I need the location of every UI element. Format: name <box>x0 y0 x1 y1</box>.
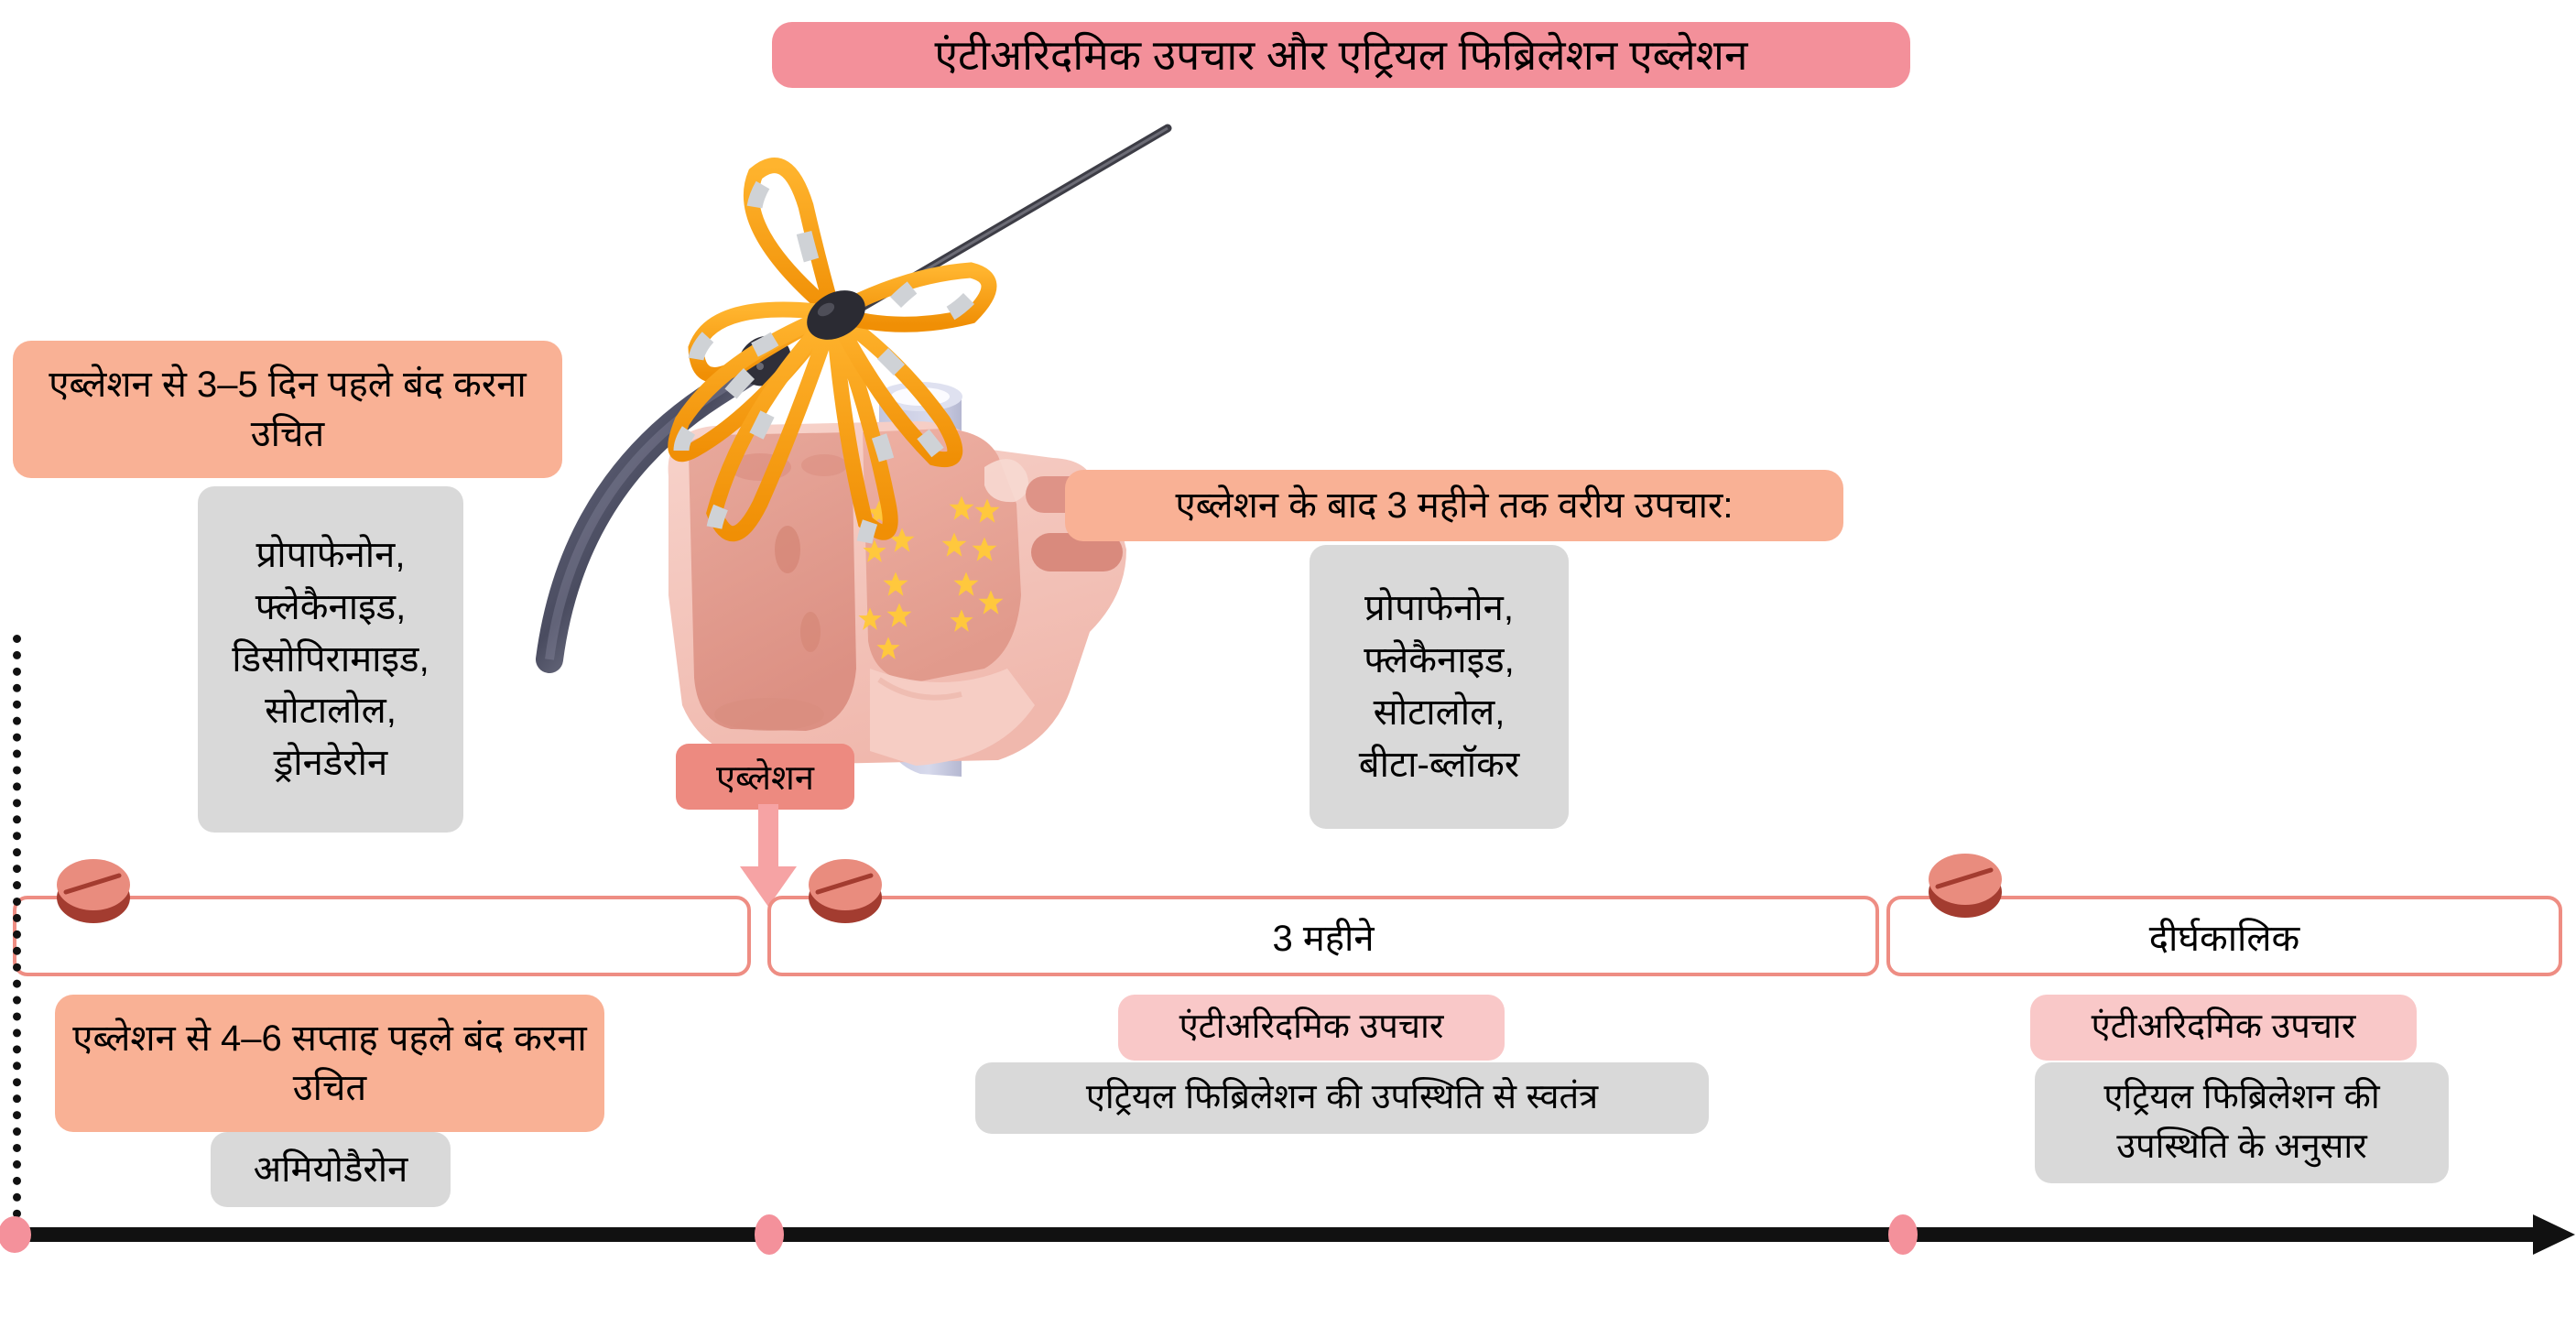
tablet-pill-icon-3 <box>1919 837 2009 927</box>
callout-preablation-days-drugs-text: प्रोपाफेनोन, फ्लेकैनाइड, डिसोपिरामाइड, स… <box>232 535 429 784</box>
page-title: एंटीअरिदमिक उपचार और एट्रियल फिब्रिलेशन … <box>934 30 1748 79</box>
tablet-pill-icon-1 <box>48 843 137 932</box>
timeline-axis-svg <box>0 1214 2575 1255</box>
callout-postablation-drugs: प्रोपाफेनोन, फ्लेकैनाइड, सोटालोल, बीटा-ब… <box>1310 545 1569 829</box>
heart-ablation-illustration <box>485 119 1218 788</box>
valve-tissue <box>870 669 1035 766</box>
tablet-pill-icon-1-svg <box>57 859 130 923</box>
callout-preablation-weeks-heading: एब्लेशन से 4–6 सप्ताह पहले बंद करना उचित <box>55 995 604 1132</box>
callout-postablation-heading: एब्लेशन के बाद 3 महीने तक वरीय उपचार: <box>1065 470 1843 541</box>
timeline-segment-preablation[interactable] <box>13 896 751 976</box>
electrode-bands <box>673 180 975 544</box>
bottom-middle-therapy-text: एंटीअरिदमिक उपचार <box>1179 1007 1444 1047</box>
ablation-lesion-stars <box>858 495 1004 659</box>
callout-preablation-days-heading-text: एब्लेशन से 3–5 दिन पहले बंद करना उचित <box>49 365 527 454</box>
bottom-right-therapy-badge: एंटीअरिदमिक उपचार <box>2030 995 2417 1061</box>
tablet-pill-icon-3-svg <box>1929 854 2002 918</box>
axis-dot-1 <box>0 1216 31 1253</box>
bottom-middle-therapy-badge: एंटीअरिदमिक उपचार <box>1118 995 1505 1061</box>
timeline-segment-longterm[interactable]: दीर्घकालिक <box>1886 896 2562 976</box>
timeline-segment-3months-label: 3 महीने <box>1272 918 1375 959</box>
tablet-pill-icon-2-svg <box>809 859 882 923</box>
axis-dot-2 <box>755 1214 784 1255</box>
callout-preablation-weeks-drugs: अमियोडैरोन <box>211 1132 451 1207</box>
callout-postablation-heading-text: एब्लेशन के बाद 3 महीने तक वरीय उपचार: <box>1175 485 1734 526</box>
callout-postablation-drugs-text: प्रोपाफेनोन, फ्लेकैनाइड, सोटालोल, बीटा-ब… <box>1358 588 1520 785</box>
bottom-right-therapy-text: एंटीअरिदमिक उपचार <box>2091 1007 2356 1047</box>
timeline-segment-3months[interactable]: 3 महीने <box>767 896 1879 976</box>
heart-ablation-svg <box>536 124 1172 777</box>
callout-preablation-weeks-drugs-text: अमियोडैरोन <box>253 1148 408 1190</box>
tablet-pill-icon-2 <box>799 843 889 932</box>
ablation-event-label: एब्लेशन <box>676 744 854 810</box>
bottom-middle-note: एट्रियल फिब्रिलेशन की उपस्थिति से स्वतंत… <box>975 1062 1709 1134</box>
bottom-right-note-text: एट्रियल फिब्रिलेशन की उपस्थिति के अनुसार <box>2103 1078 2380 1166</box>
ablation-event-label-text: एब्लेशन <box>716 759 814 798</box>
callout-preablation-days-heading: एब्लेशन से 3–5 दिन पहले बंद करना उचित <box>13 341 562 478</box>
ablation-down-arrow-svg <box>740 804 797 907</box>
timeline-segment-longterm-label: दीर्घकालिक <box>2148 918 2300 959</box>
ablation-down-arrow <box>733 804 806 907</box>
page-title-banner: एंटीअरिदमिक उपचार और एट्रियल फिब्रिलेशन … <box>772 22 1910 88</box>
axis-dot-3 <box>1888 1214 1918 1255</box>
timeline-axis <box>0 1209 2576 1264</box>
bottom-right-note: एट्रियल फिब्रिलेशन की उपस्थिति के अनुसार <box>2035 1062 2449 1183</box>
catheter-hub <box>807 290 865 340</box>
timeline-start-dotted-marker <box>13 635 21 1235</box>
callout-preablation-weeks-heading-text: एब्लेशन से 4–6 सप्ताह पहले बंद करना उचित <box>72 1018 587 1108</box>
bottom-middle-note-text: एट्रियल फिब्रिलेशन की उपस्थिति से स्वतंत… <box>1085 1078 1599 1117</box>
callout-preablation-days-drugs: प्रोपाफेनोन, फ्लेकैनाइड, डिसोपिरामाइड, स… <box>198 486 463 833</box>
left-atrium-chamber <box>688 432 856 731</box>
